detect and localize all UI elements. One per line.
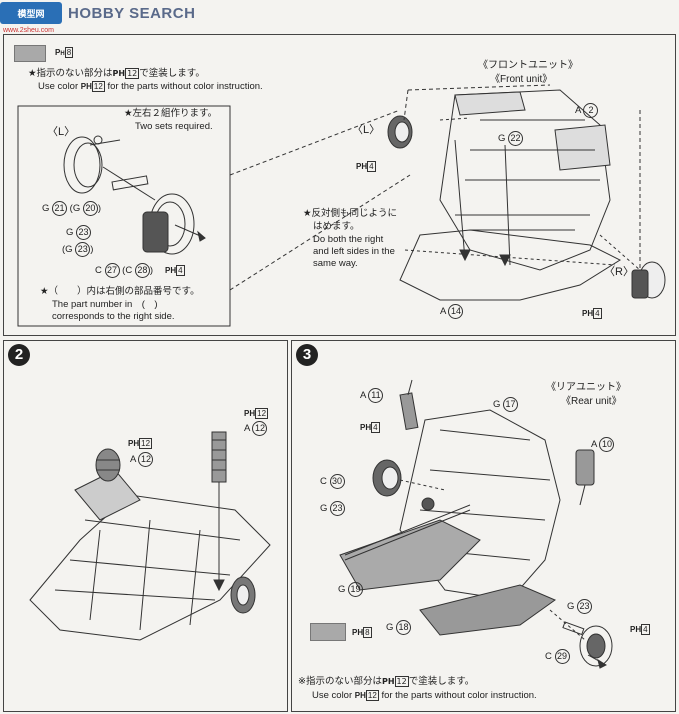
part-c27-c28: C 27 (C 28) [95,263,153,278]
rear-unit-title-en: 《Rear unit》 [561,396,622,407]
label-right-front: 〈R〉 [604,266,634,278]
paren-note-jp: ★（ ）内は右側の部品番号です。 [40,286,200,297]
part-c30: C 30 [320,474,345,489]
part-g19: G 19 [338,582,364,597]
watermark-url: www.2sheu.com [3,27,54,34]
step2-chassis [29,494,271,641]
both-sides-note-en2: and left sides in the [313,246,395,257]
part-a12-right: A 12 [244,421,268,436]
part-a10: A 10 [591,437,615,452]
both-sides-note-jp1: ★反対側も同じように [303,208,398,219]
both-sides-note-en1: Do both the right [313,234,384,245]
color-swatch-step3 [310,623,346,641]
both-sides-note-jp2: はめます。 [313,221,360,232]
step2-frame [3,340,288,712]
paren-note-en1: The part number in ( ) [52,299,158,310]
front-unit-title-en: 《Front unit》 [490,74,553,85]
label-left-detail: 〈L〉 [47,126,76,138]
two-sets-note-jp: ★左右２組作ります。 [124,108,218,119]
front-plate [399,229,622,301]
logo-mark: 模型网 [0,2,62,24]
part-g23-lower: G 23 [567,599,593,614]
color-swatch-step1 [14,45,46,62]
paren-note-en2: corresponds to the right side. [52,311,175,322]
part-c29: C 29 [545,649,570,664]
part-g23-upper: G 23 [320,501,346,516]
part-g23: G 23 [66,225,92,240]
step-number-2: 2 [8,344,30,366]
step3-frame [291,340,676,712]
part-a14: A 14 [440,304,464,319]
brand-text: HOBBY SEARCH [68,4,196,22]
two-sets-note-en: Two sets required. [135,121,213,132]
part-g17: G 17 [493,397,519,412]
both-sides-note-en3: same way. [313,258,358,269]
part-g22: G 22 [498,131,524,146]
label-left-front: 〈L〉 [352,124,381,136]
front-unit-title-jp: 《フロントユニット》 [478,60,578,71]
step-number-3: 3 [296,344,318,366]
part-g23-right: (G 23) [62,242,94,257]
part-g21-g20: G 21 (G 20) [42,201,102,216]
front-frame [439,89,611,271]
drum-part [63,136,101,194]
rear-unit-title-jp: 《リアユニット》 [546,382,626,393]
part-g18: G 18 [386,620,412,635]
watermark-logo: 模型网 HOBBY SEARCH www.2sheu.com [0,0,196,34]
part-a2: A 2 [575,103,599,118]
detail-box [17,105,231,327]
step1-frame [3,34,676,336]
part-a11: A 11 [360,388,384,403]
part-a12-left: A 12 [130,452,154,467]
